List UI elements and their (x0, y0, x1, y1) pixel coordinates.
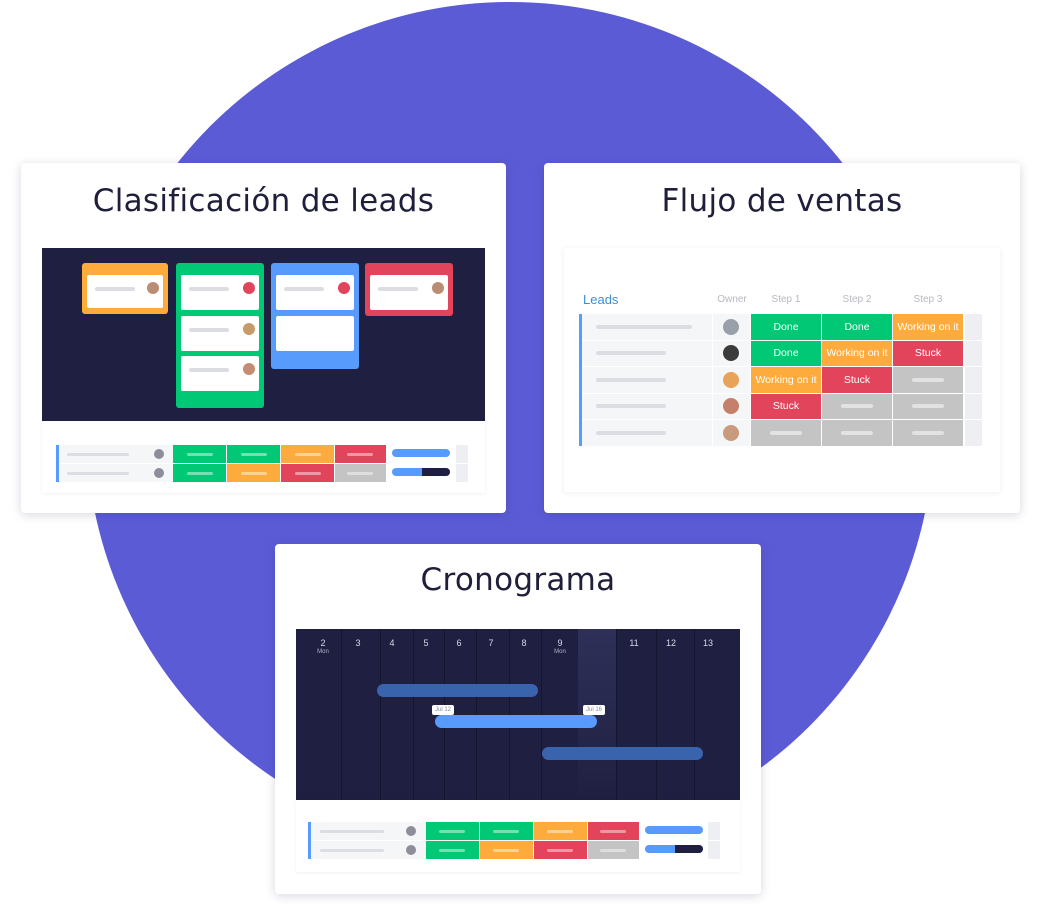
day-label: 5 (423, 638, 429, 648)
avatar (723, 345, 739, 362)
lead-name-cell[interactable] (582, 393, 712, 419)
kanban-card[interactable] (181, 275, 259, 310)
group-title[interactable]: Leads (583, 292, 619, 307)
status-cell[interactable]: Done (751, 340, 821, 366)
timeline-bar[interactable] (377, 684, 538, 697)
day-label: 13 (702, 638, 713, 648)
lead-name-cell[interactable] (582, 340, 712, 366)
status-label: Done (773, 347, 799, 360)
status-label: Working on it (897, 320, 959, 333)
avatar (243, 323, 255, 335)
kanban-column[interactable] (176, 263, 264, 408)
status-cell[interactable]: Stuck (893, 340, 963, 366)
weekday-label: Mon (554, 649, 566, 655)
status-cell[interactable]: Done (822, 314, 892, 340)
column-header-step-1[interactable]: Step 1 (771, 294, 801, 305)
mini-table (296, 800, 740, 872)
avatar (432, 282, 444, 294)
status-cell[interactable] (893, 393, 963, 419)
owner-cell[interactable] (713, 367, 750, 393)
day-label: 12 (665, 638, 676, 648)
column-header-step-3[interactable]: Step 3 (913, 294, 943, 305)
status-label: Done (844, 320, 870, 333)
kanban-card[interactable] (276, 275, 354, 310)
kanban-card[interactable] (181, 316, 259, 351)
day-label: 3 (355, 638, 361, 648)
day-label: 6 (456, 638, 462, 648)
timeline-end-tag: Jul 16 (583, 705, 606, 715)
avatar (723, 318, 739, 335)
kanban-column[interactable] (365, 263, 453, 316)
lead-classification-card: Clasificación de leads (21, 163, 506, 513)
owner-cell[interactable] (713, 340, 750, 366)
day-label: 8 (521, 638, 527, 648)
card-title: Flujo de ventas (661, 183, 903, 219)
status-cell[interactable]: Working on it (893, 314, 963, 340)
card-title: Clasificación de leads (92, 183, 435, 219)
avatar (243, 282, 255, 294)
avatar (723, 424, 739, 441)
owner-cell[interactable] (713, 420, 750, 446)
owner-cell[interactable] (713, 393, 750, 419)
status-label: Done (773, 320, 799, 333)
status-cell[interactable]: Stuck (822, 367, 892, 393)
status-cell[interactable]: Done (751, 314, 821, 340)
status-label: Stuck (914, 347, 942, 360)
day-label: 9 (557, 638, 563, 648)
status-label: Working on it (826, 347, 888, 360)
avatar (154, 449, 164, 459)
status-cell[interactable] (751, 420, 821, 446)
lead-name-cell[interactable] (582, 367, 712, 393)
sales-flow-card: Flujo de ventas Leads Owner Step 1 Step … (544, 163, 1020, 513)
status-label: Stuck (843, 373, 871, 386)
day-label: 2 (320, 638, 326, 648)
avatar (406, 826, 416, 836)
mini-table (42, 421, 485, 493)
avatar (338, 282, 350, 294)
weekday-label: Mon (317, 649, 329, 655)
day-label: 11 (629, 638, 639, 648)
status-cell[interactable] (893, 367, 963, 393)
day-label: 7 (488, 638, 494, 648)
timeline-start-tag: Jul 12 (432, 705, 455, 715)
day-label: 4 (389, 638, 395, 648)
status-label: Stuck (772, 400, 800, 413)
status-cell[interactable] (893, 420, 963, 446)
status-cell[interactable] (822, 420, 892, 446)
lead-name-cell[interactable] (582, 314, 712, 340)
owner-cell[interactable] (713, 314, 750, 340)
kanban-card[interactable] (276, 316, 354, 351)
column-header-owner[interactable]: Owner (717, 294, 747, 305)
avatar (406, 845, 416, 855)
kanban-card[interactable] (370, 275, 448, 310)
status-label: Working on it (755, 373, 817, 386)
column-header-step-2[interactable]: Step 2 (842, 294, 872, 305)
timeline-bar-selected[interactable] (435, 715, 597, 728)
status-cell[interactable]: Stuck (751, 393, 821, 419)
status-cell[interactable]: Working on it (822, 340, 892, 366)
avatar (147, 282, 159, 294)
kanban-column[interactable] (82, 263, 168, 314)
avatar (723, 398, 739, 415)
kanban-column[interactable] (271, 263, 359, 369)
status-cell[interactable]: Working on it (751, 367, 821, 393)
kanban-board (42, 248, 485, 421)
avatar (243, 363, 255, 375)
status-cell[interactable] (822, 393, 892, 419)
kanban-card[interactable] (87, 275, 163, 308)
avatar (723, 371, 739, 388)
timeline-bar[interactable] (542, 747, 703, 760)
avatar (154, 468, 164, 478)
lead-name-cell[interactable] (582, 420, 712, 446)
kanban-card[interactable] (181, 356, 259, 391)
card-title: Cronograma (420, 562, 616, 598)
